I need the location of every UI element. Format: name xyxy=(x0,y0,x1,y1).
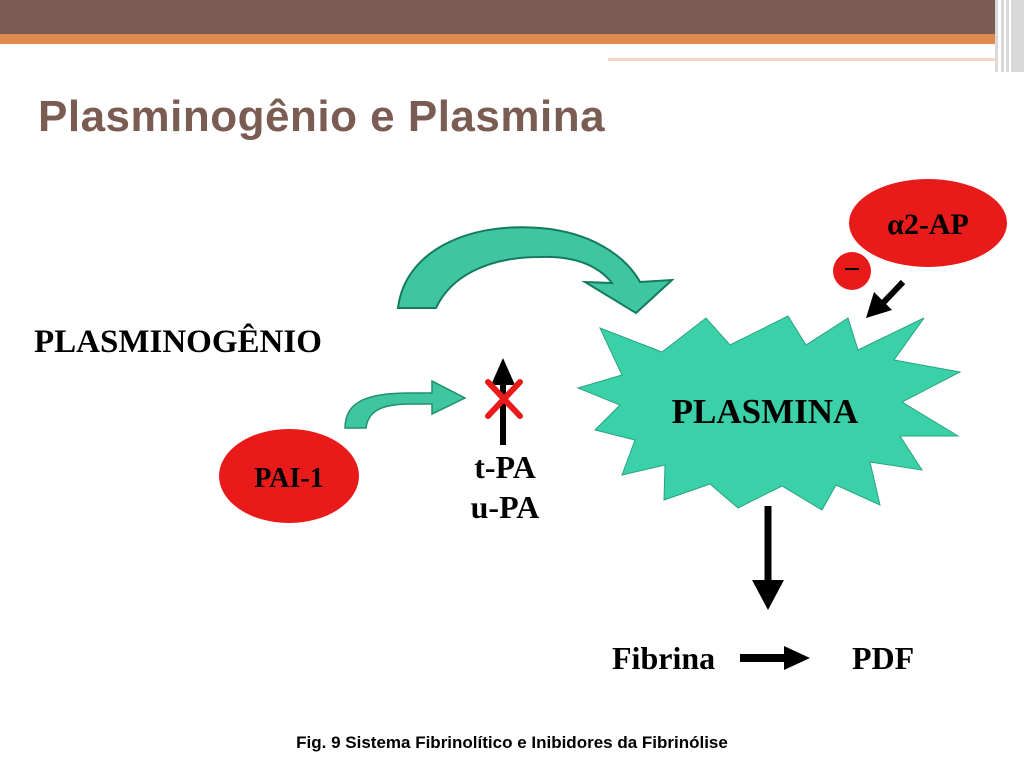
plasmin-to-fibrin-arrow xyxy=(752,506,784,610)
activator-arrow-head xyxy=(491,358,515,385)
plasmin-burst xyxy=(576,315,962,511)
inhibition-sign-icon: − xyxy=(843,253,860,286)
pdf-label: PDF xyxy=(852,640,914,676)
pai1-label: PAI-1 xyxy=(254,463,323,494)
plasminogen-label: PLASMINOGÊNIO xyxy=(34,322,322,360)
activator-tpa-label: t-PA xyxy=(474,449,536,485)
pai1-inhibition-arrow xyxy=(344,379,467,429)
inhibition-sign-circle xyxy=(833,252,871,290)
alpha2ap-label: α2-AP xyxy=(887,208,969,241)
alpha2ap-ellipse xyxy=(849,179,1007,267)
fibrin-to-pdf-arrow xyxy=(740,646,810,670)
inhibitor-arrow xyxy=(866,279,906,318)
activator-arrow-group xyxy=(485,358,523,445)
plasmin-label: PLASMINA xyxy=(672,392,859,431)
slide-title: Plasminogênio e Plasmina xyxy=(38,92,606,141)
figure-caption: Fig. 9 Sistema Fibrinolítico e Inibidore… xyxy=(296,733,728,752)
pai1-ellipse xyxy=(219,429,359,523)
fibrin-label: Fibrina xyxy=(612,640,715,676)
blocked-x-icon xyxy=(485,379,523,419)
activator-upa-label: u-PA xyxy=(471,489,540,525)
conversion-arrow xyxy=(396,226,675,315)
header-dark-band xyxy=(0,0,1024,34)
header-accent-band xyxy=(0,34,1000,44)
header-tab-line xyxy=(608,58,1000,61)
header-tab xyxy=(608,44,1000,58)
header-bar xyxy=(0,0,1024,72)
